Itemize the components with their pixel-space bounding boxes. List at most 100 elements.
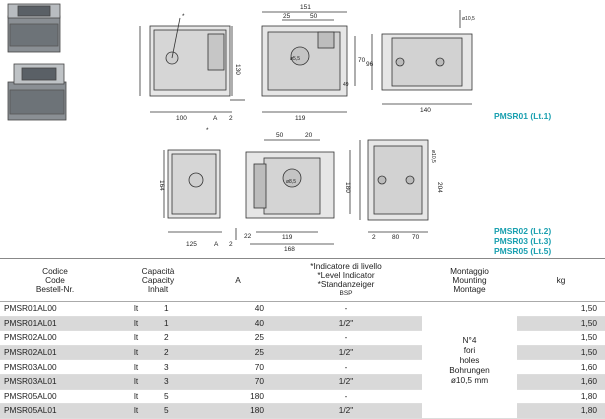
indicator-cell: 1/2"	[270, 316, 422, 332]
dim-bot-50: 50	[276, 132, 284, 139]
capacity-unit: lt	[134, 317, 139, 328]
kg-cell: 1,50	[517, 301, 605, 317]
a-cell: 25	[206, 330, 270, 346]
dim-bot-204: 204	[436, 182, 443, 193]
header-kg: kg	[517, 258, 605, 302]
a-cell: 70	[206, 359, 270, 375]
mounting-note-line: holes	[459, 354, 480, 365]
technical-drawings: 151 25 50 130 100 A 2 119 70 96 140 ø10,…	[7, 3, 475, 253]
header-indicator: *Indicatore di livello *Level Indicator …	[270, 258, 422, 302]
table-row: PMSR03AL00 lt 3 70- 1,60	[0, 359, 605, 375]
code-cell: PMSR05AL01	[0, 403, 110, 419]
capacity-value: 2	[164, 347, 169, 358]
dim-top-49: 49	[343, 82, 349, 88]
model-label-pmsr05: PMSR05 (Lt.5)	[494, 246, 552, 256]
dim-top-25: 25	[283, 13, 291, 20]
capacity-cell: lt 3	[110, 359, 206, 375]
code-cell: PMSR05AL00	[0, 389, 110, 405]
dim-bot-125: 125	[186, 241, 197, 248]
indicator-cell: -	[270, 359, 422, 375]
capacity-value: 1	[164, 303, 169, 314]
code-cell: PMSR01AL01	[0, 316, 110, 332]
dimension-labels: 151 25 50 130 100 A 2 119 70 96 140 ø10,…	[158, 4, 475, 253]
kg-cell: 1,60	[517, 359, 605, 375]
kg-cell: 1,50	[517, 330, 605, 346]
dim-bot-70: 70	[412, 234, 420, 241]
kg-cell: 1,60	[517, 374, 605, 390]
dim-top-2: 2	[229, 115, 233, 122]
dim-bot-2b: 2	[372, 234, 376, 241]
dim-top-star: *	[182, 13, 185, 20]
mounting-note-line: ø10,5 mm	[450, 374, 489, 385]
code-cell: PMSR03AL01	[0, 374, 110, 390]
header-capacity: Capacità Capacity Inhalt	[110, 258, 206, 302]
product-photo-top	[7, 3, 61, 53]
capacity-value: 2	[164, 332, 169, 343]
code-cell: PMSR01AL00	[0, 301, 110, 317]
dim-top-119: 119	[295, 115, 306, 122]
a-cell: 40	[206, 301, 270, 317]
dim-bot-star: *	[206, 127, 209, 134]
indicator-cell: -	[270, 301, 422, 317]
product-photo-bottom	[7, 63, 67, 121]
kg-cell: 1,50	[517, 345, 605, 361]
indicator-cell: 1/2"	[270, 374, 422, 390]
bottom-side-view	[235, 139, 335, 245]
capacity-unit: lt	[134, 361, 139, 372]
dim-top-151: 151	[300, 4, 311, 11]
dim-top-140: 140	[420, 107, 431, 114]
capacity-value: 5	[164, 405, 169, 416]
capacity-value: 3	[164, 376, 169, 387]
a-cell: 40	[206, 316, 270, 332]
code-cell: PMSR02AL01	[0, 345, 110, 361]
a-cell: 180	[206, 403, 270, 419]
capacity-cell: lt 2	[110, 330, 206, 346]
dim-bot-80: 80	[392, 234, 400, 241]
dim-top-A: A	[213, 115, 218, 122]
capacity-unit: lt	[134, 390, 139, 401]
dim-bot-22: 22	[244, 233, 252, 240]
dim-bot-119: 119	[282, 234, 293, 241]
dim-bot-180: 180	[344, 182, 351, 193]
dim-bot-168: 168	[284, 246, 295, 253]
dim-top-96: 96	[366, 61, 374, 68]
capacity-value: 3	[164, 361, 169, 372]
mounting-note-line: Bohrungen	[449, 364, 490, 375]
capacity-unit: lt	[134, 332, 139, 343]
indicator-cell: 1/2"	[270, 345, 422, 361]
dim-top-70: 70	[358, 57, 366, 64]
table-header: Codice Code Bestell-Nr. Capacità Capacit…	[0, 258, 605, 302]
header-mounting: Montaggio Mounting Montage	[422, 258, 517, 302]
mounting-note-line: N°4	[462, 334, 477, 345]
a-cell: 25	[206, 345, 270, 361]
dim-bot-85: ø8,5	[286, 179, 296, 185]
model-label-pmsr02: PMSR02 (Lt.2)	[494, 226, 552, 236]
code-cell: PMSR03AL00	[0, 359, 110, 375]
top-end-view	[371, 10, 473, 105]
dim-top-50: 50	[310, 13, 318, 20]
dim-bot-A: A	[214, 241, 219, 248]
bottom-front-view	[163, 149, 222, 233]
a-cell: 70	[206, 374, 270, 390]
kg-cell: 1,80	[517, 403, 605, 419]
mounting-note-line: fori	[463, 344, 476, 355]
indicator-cell: 1/2"	[270, 403, 422, 419]
dim-bot-164: 164	[158, 180, 165, 191]
capacity-cell: lt 1	[110, 316, 206, 332]
kg-cell: 1,80	[517, 389, 605, 405]
indicator-cell: -	[270, 330, 422, 346]
model-label-pmsr03: PMSR03 (Lt.3)	[494, 236, 552, 246]
capacity-value: 1	[164, 317, 169, 328]
dim-top-65: ø5,5	[290, 56, 300, 62]
